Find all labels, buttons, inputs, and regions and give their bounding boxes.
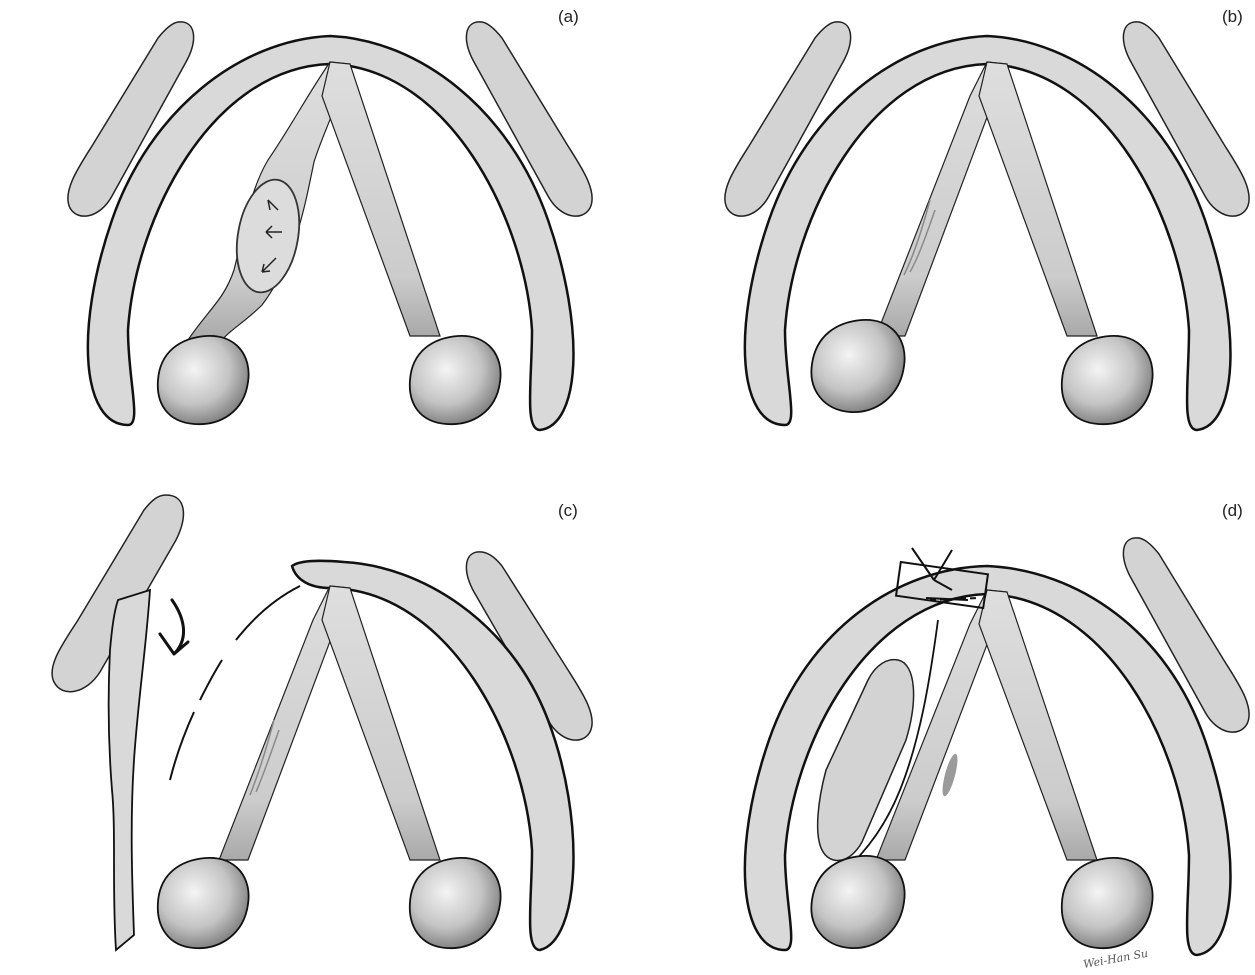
panel-label-a: (a) <box>558 7 579 26</box>
panel-a: (a) <box>68 7 592 430</box>
arytenoid-right <box>1062 858 1153 948</box>
arytenoid-right <box>410 336 501 424</box>
thyroid-cartilage-flap <box>109 590 150 950</box>
panel-c: (c) <box>52 495 592 950</box>
panel-label-b: (b) <box>1222 7 1243 26</box>
arytenoid-left <box>158 336 249 424</box>
arytenoid-right <box>1062 336 1153 424</box>
rotation-arrow-icon <box>160 600 188 654</box>
arytenoid-right <box>410 858 501 948</box>
panel-d: (d) Wei-Han Su <box>745 501 1249 971</box>
vocal-fold-right <box>979 62 1097 336</box>
arytenoid-left <box>811 320 904 412</box>
panel-label-c: (c) <box>558 501 578 520</box>
arytenoid-left <box>158 858 249 948</box>
arytenoid-left <box>811 856 904 948</box>
panel-label-d: (d) <box>1222 501 1243 520</box>
artist-signature: Wei-Han Su <box>1082 947 1149 971</box>
vocal-fold-right <box>322 62 440 336</box>
panel-b: (b) <box>725 7 1249 430</box>
vocal-fold-right <box>322 586 440 860</box>
